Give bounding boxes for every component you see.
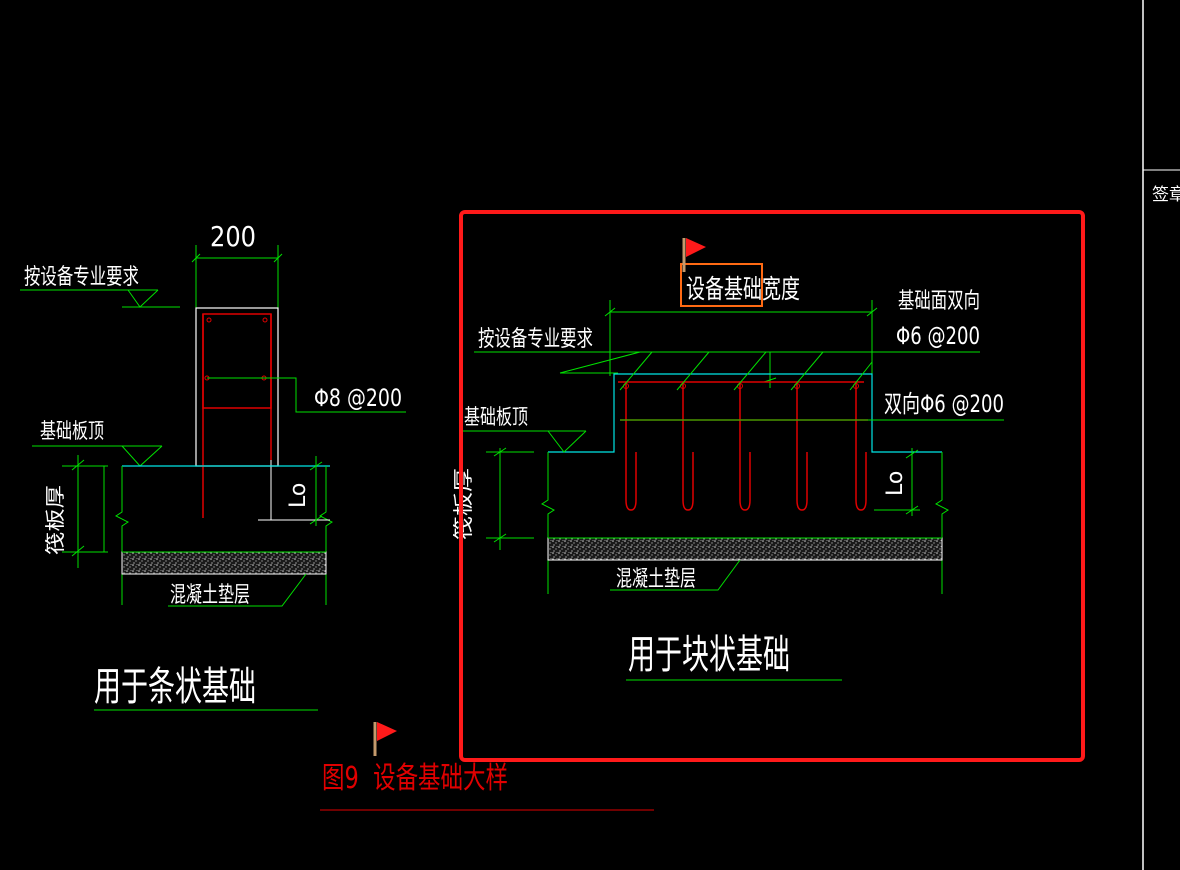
flag-icon [682, 238, 706, 272]
block-note-equipment: 按设备专业要求 [478, 327, 593, 352]
panel-label: 签章 [1152, 185, 1180, 205]
face-rebar-leaders [619, 351, 873, 391]
strip-caption: 用于条状基础 [94, 664, 256, 710]
block-label-face-rebar: Φ6 @200 [896, 322, 980, 350]
strip-label-lo: Lo [286, 483, 311, 508]
rebar-hooks [625, 382, 867, 511]
strip-rebar-label: Φ8 @200 [314, 384, 402, 412]
strip-foundation-detail: 200 按设备专业要求 Φ8 @200 基础板顶 [20, 220, 406, 711]
figure-title: 图9 设备基础大样 [322, 761, 508, 796]
highlight-box-width-label [680, 263, 763, 307]
rebar-dots [623, 383, 859, 389]
block-label-cushion: 混凝土垫层 [616, 567, 696, 592]
block-label-lo: Lo [883, 471, 908, 496]
flag-icon [373, 722, 397, 756]
block-caption: 用于块状基础 [628, 632, 790, 678]
strip-label-cushion: 混凝土垫层 [170, 583, 250, 608]
block-label-slab-top: 基础板顶 [464, 405, 528, 429]
dimension-text: 200 [210, 220, 256, 253]
strip-label-slab-top: 基础板顶 [40, 419, 104, 443]
block-label-bidir-rebar: 双向Φ6 @200 [884, 390, 1004, 418]
highlight-box-block-foundation [459, 210, 1085, 762]
title-block-panel: 签章 [1142, 0, 1180, 870]
block-label-face-bidir: 基础面双向 [898, 289, 980, 314]
strip-note-equipment: 按设备专业要求 [24, 265, 139, 290]
strip-label-raft-thickness: 筏板厚 [43, 485, 67, 555]
block-foundation-detail: 设备基础宽度 基础面双向 Φ6 @200 按设备专业要求 [451, 275, 1004, 681]
dimension-200: 200 [191, 220, 283, 308]
block-label-width: 设备基础宽度 [686, 275, 800, 305]
